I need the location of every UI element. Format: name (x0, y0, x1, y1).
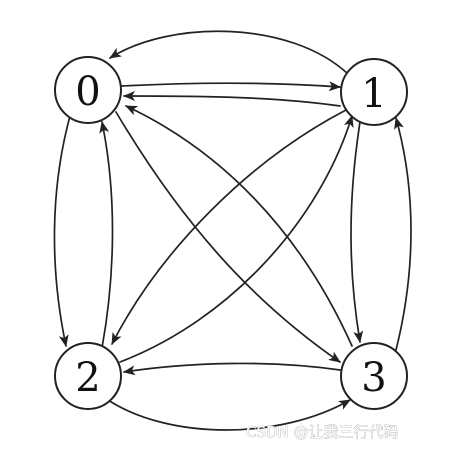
edge-1-to-3 (350, 121, 364, 343)
edge-1-to-0 (109, 30, 349, 75)
edge-1-to-0-inner (123, 91, 341, 107)
node-2: 2 (54, 342, 122, 410)
edge-3-to-0 (125, 105, 353, 347)
node-1-label: 1 (361, 71, 386, 117)
edge-2-to-3 (107, 399, 351, 431)
edge-0-to-1 (121, 81, 341, 92)
nodes-group: 0 1 2 3 (54, 56, 408, 410)
edge-1-to-2 (111, 109, 347, 345)
edges-group (53, 30, 412, 431)
node-0-label: 0 (75, 69, 100, 115)
edge-3-to-1 (394, 117, 412, 351)
node-1-circle (340, 58, 408, 126)
edge-0-to-2 (53, 115, 71, 347)
edge-3-to-2 (123, 362, 341, 376)
node-0: 0 (54, 56, 122, 124)
edge-0-to-3 (115, 111, 341, 363)
node-2-label: 2 (75, 355, 100, 401)
node-3-circle (340, 342, 408, 410)
edge-2-to-0 (99, 121, 114, 349)
edge-2-to-1 (119, 115, 354, 363)
node-2-circle (54, 342, 122, 410)
node-0-circle (54, 56, 122, 124)
node-3: 3 (340, 342, 408, 410)
watermark-text: CSDN @让我三行代码 (246, 423, 399, 441)
node-3-label: 3 (361, 355, 386, 401)
node-1: 1 (340, 58, 408, 126)
